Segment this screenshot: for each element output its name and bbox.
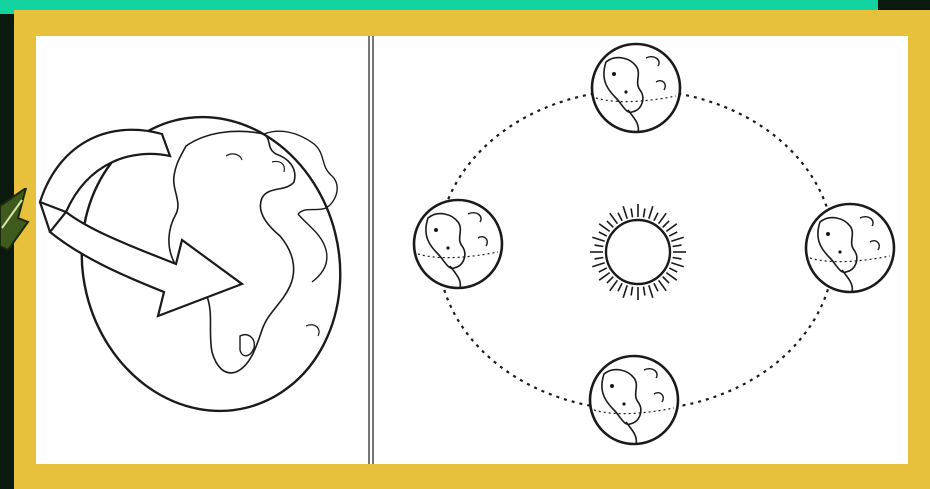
sun-icon [590,204,686,300]
earth-icon-bottom [590,356,678,444]
rotation-panel [36,36,368,464]
earth-icon-top [592,44,680,132]
illustration-canvas [36,36,908,464]
revolution-illustration [374,36,908,464]
rotation-arrow-icon [40,130,242,316]
rotation-illustration [36,36,368,464]
leaf-icon [0,188,30,268]
earth-icon-left [414,200,502,288]
revolution-panel [374,36,908,464]
earth-icon-right [806,204,894,292]
